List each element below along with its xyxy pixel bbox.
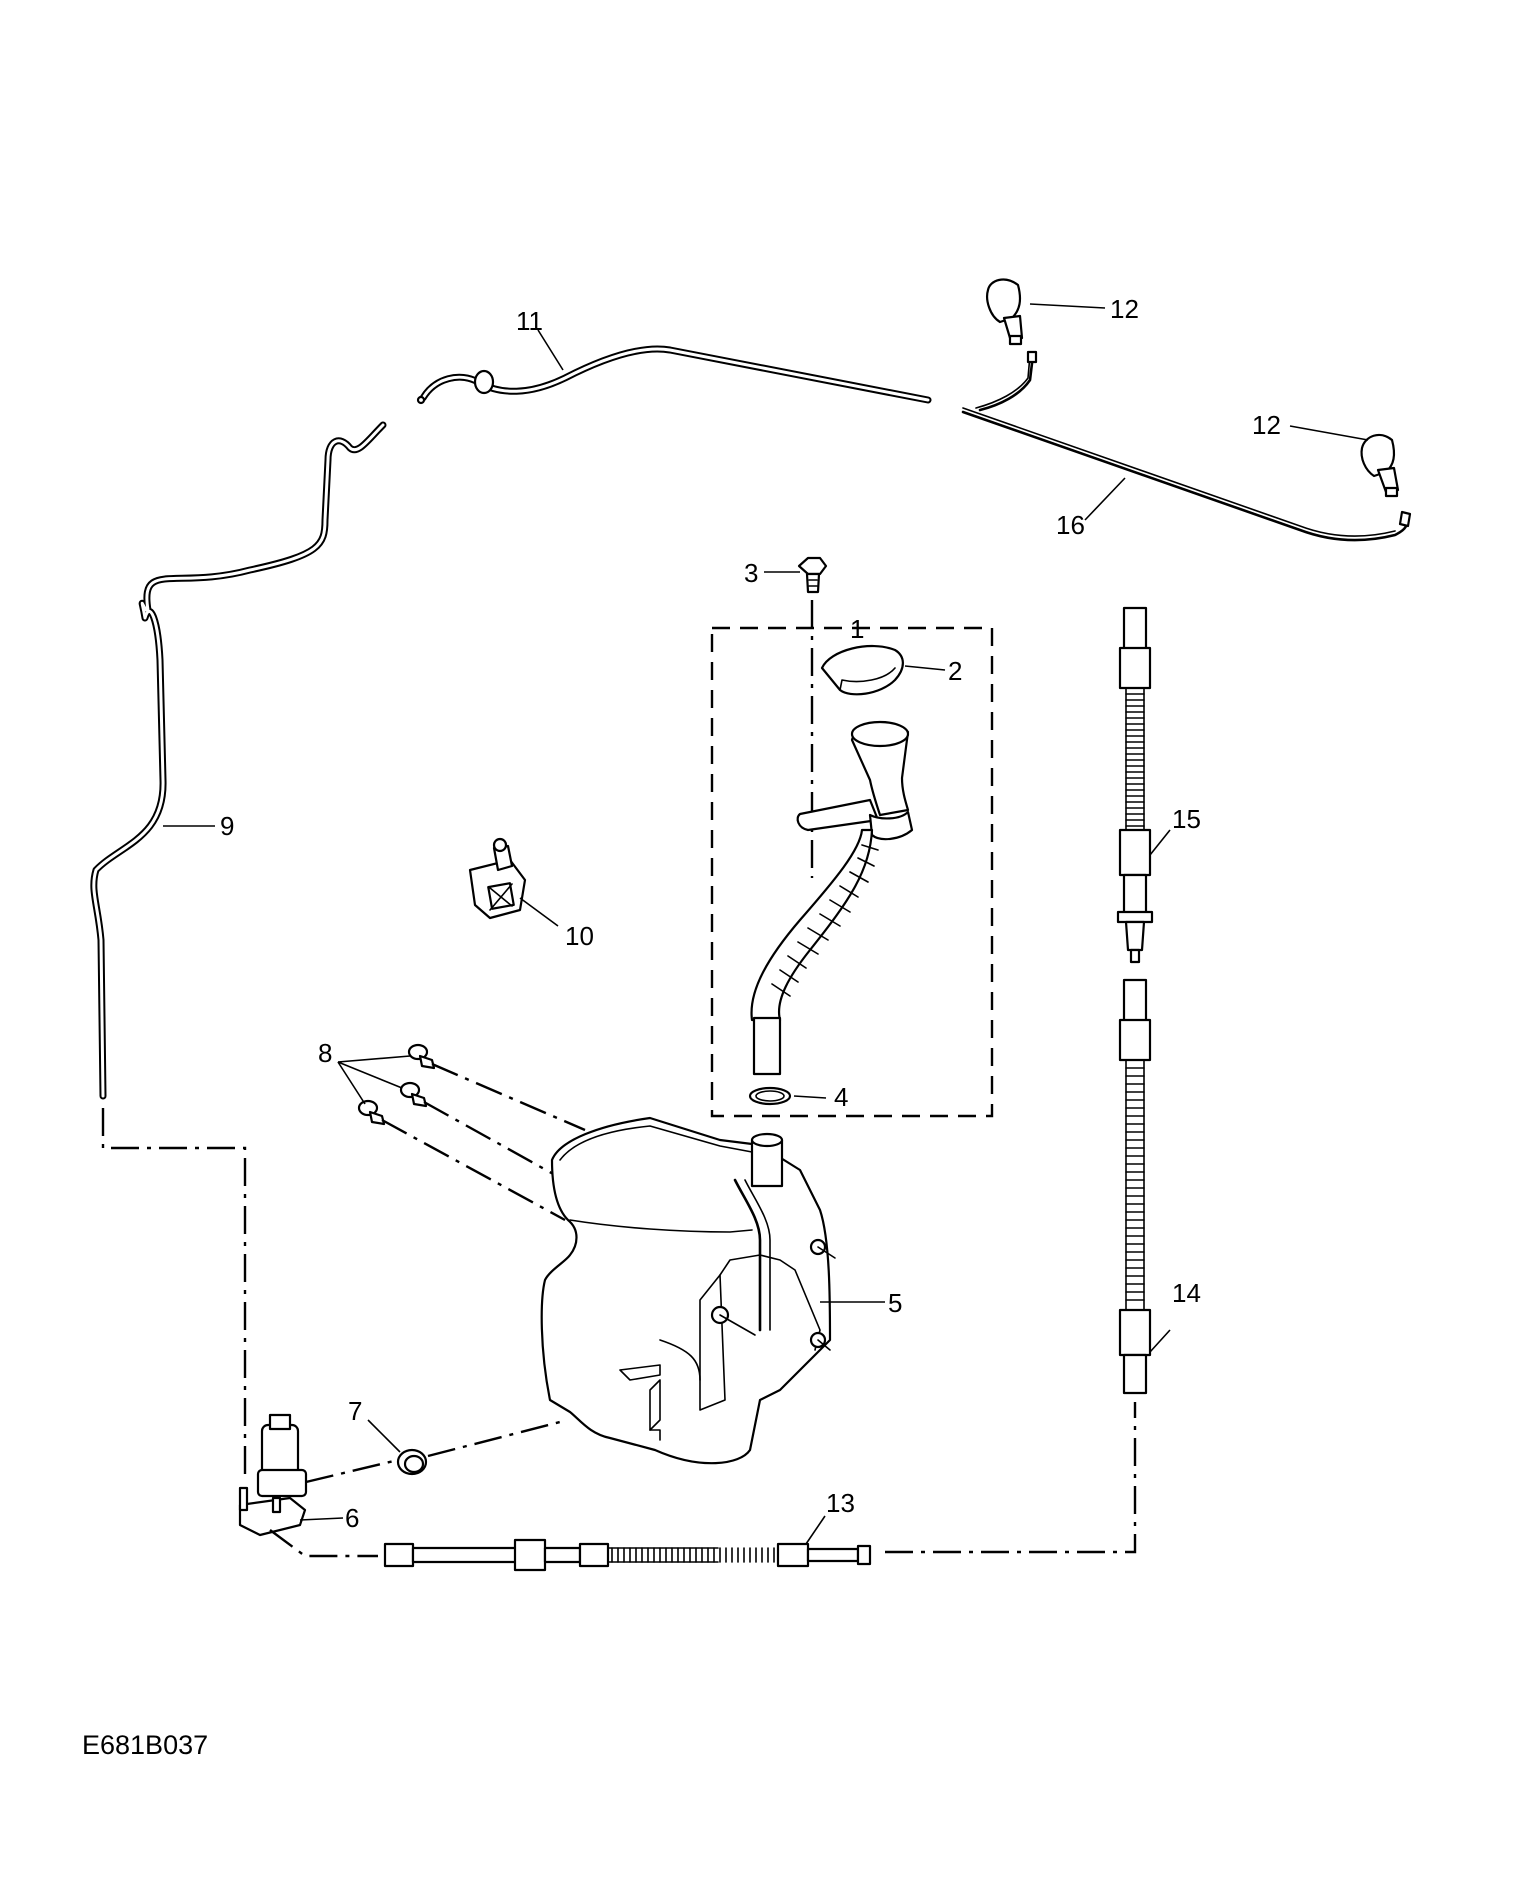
callout-1: 1: [850, 614, 864, 644]
part-10-clip: [468, 837, 527, 920]
callout-15: 15: [1172, 804, 1201, 834]
callout-9: 9: [220, 811, 234, 841]
callout-7: 7: [348, 1396, 362, 1426]
part-13-hose: [383, 1538, 872, 1572]
part-1-assembly-outline: [710, 626, 994, 1118]
callout-8: 8: [318, 1038, 332, 1068]
part-8-bolt-c: [357, 1099, 386, 1126]
drawing-reference-id: E681B037: [82, 1730, 209, 1760]
part-6-pump: [238, 1413, 308, 1537]
callout-14: 14: [1172, 1278, 1201, 1308]
part-15-hose: [1116, 606, 1154, 964]
part-11-hose: [416, 345, 932, 405]
callout-13: 13: [826, 1488, 855, 1518]
callout-4: 4: [834, 1082, 848, 1112]
part-1-filler-neck: [750, 720, 914, 1076]
callout-3: 3: [744, 558, 758, 588]
part-14-hose: [1118, 978, 1152, 1395]
flow-line-13-to-14: [885, 1402, 1137, 1554]
part-12-jet-upper: [986, 278, 1024, 346]
callout-2: 2: [948, 656, 962, 686]
leader-lines: [163, 303, 1369, 1545]
part-12-jet-lower: [1360, 433, 1400, 498]
callout-5: 5: [888, 1288, 902, 1318]
part-16-jet-hose: [961, 350, 1412, 542]
callout-12-upper: 12: [1110, 294, 1139, 324]
part-9-hose: [90, 421, 387, 1100]
callout-6: 6: [345, 1503, 359, 1533]
callouts: 1 2 3 4 5 6 7 8 9 10 11 12 12 13 14 15 1…: [220, 294, 1281, 1533]
part-5-reservoir: [540, 1116, 836, 1465]
flow-line-6-to-13: [269, 1529, 378, 1558]
part-2-cap: [820, 644, 904, 696]
callout-10: 10: [565, 921, 594, 951]
part-7-grommet: [396, 1448, 428, 1476]
flow-line-9-to-6: [101, 1108, 247, 1480]
callout-11: 11: [516, 306, 543, 336]
callout-16: 16: [1056, 510, 1085, 540]
callout-12-lower: 12: [1252, 410, 1281, 440]
part-8-bolt-b: [399, 1081, 428, 1108]
part-3-bolt: [797, 556, 828, 594]
part-8-bolt-a: [407, 1043, 436, 1070]
